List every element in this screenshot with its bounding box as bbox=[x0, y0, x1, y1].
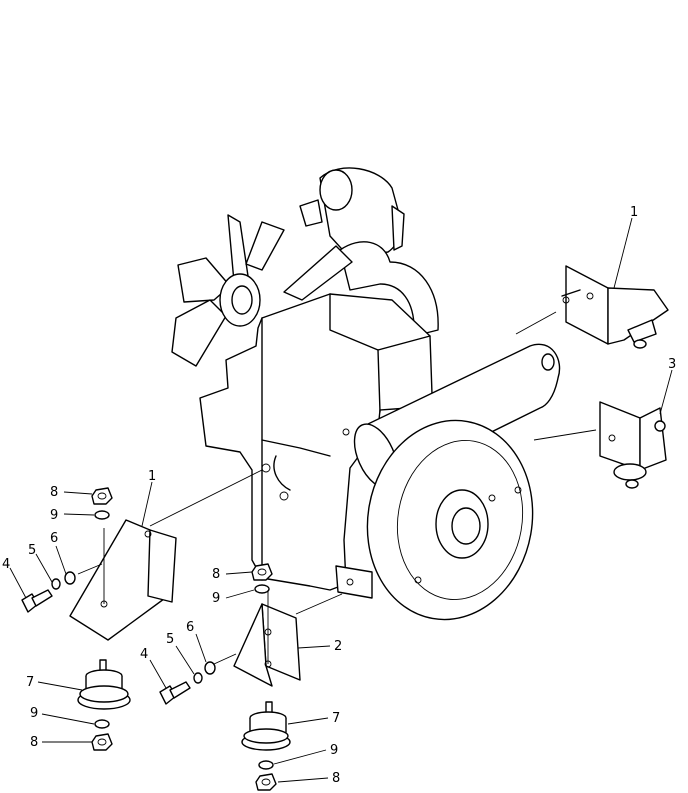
washer-9-left-bottom bbox=[94, 719, 110, 729]
washer-6-left bbox=[64, 571, 76, 585]
nut-8-lower-top bbox=[251, 563, 273, 581]
callout-4-b: 4 bbox=[140, 647, 148, 662]
spring-washer-5-left bbox=[51, 578, 61, 590]
washer-6-lower bbox=[204, 661, 216, 675]
callout-8-b: 8 bbox=[30, 735, 38, 750]
callout-labels: 1 3 1 8 9 4 5 6 7 9 8 8 9 2 4 5 6 7 9 8 bbox=[2, 205, 676, 786]
cooling-fan bbox=[171, 214, 285, 367]
callout-7-b: 7 bbox=[332, 711, 340, 726]
callout-1-left: 1 bbox=[148, 469, 156, 484]
engine-assembly bbox=[171, 167, 561, 621]
nut-8-left-top bbox=[91, 487, 113, 505]
nut-8-lower-bottom bbox=[255, 773, 277, 791]
callout-2: 2 bbox=[334, 639, 342, 654]
mount-bracket-left bbox=[69, 519, 177, 641]
mount-bracket-right-front bbox=[561, 265, 669, 349]
callout-9-d: 9 bbox=[330, 743, 338, 758]
assembly-guide-lines bbox=[77, 311, 597, 665]
callout-8-c: 8 bbox=[212, 567, 220, 582]
callout-8-a: 8 bbox=[50, 485, 58, 500]
callout-8-d: 8 bbox=[332, 771, 340, 786]
callout-3: 3 bbox=[668, 357, 676, 372]
callout-6-a: 6 bbox=[50, 531, 58, 546]
callout-5-a: 5 bbox=[28, 543, 36, 558]
callout-9-b: 9 bbox=[30, 706, 38, 721]
bolt-4-left bbox=[21, 589, 53, 613]
spring-washer-5-lower bbox=[193, 672, 203, 684]
leader-lines bbox=[9, 217, 673, 783]
flywheel-housing bbox=[335, 419, 534, 621]
washer-9-lower-bottom bbox=[258, 760, 274, 770]
callout-6-b: 6 bbox=[186, 620, 194, 635]
callout-7-a: 7 bbox=[26, 675, 34, 690]
callout-4-a: 4 bbox=[2, 557, 10, 572]
washer-9-lower-top bbox=[254, 584, 270, 594]
washer-9-left-top bbox=[94, 510, 110, 520]
callout-1-top: 1 bbox=[630, 205, 638, 220]
bolt-4-lower bbox=[159, 681, 191, 705]
mount-bracket-lower bbox=[233, 588, 301, 687]
nut-8-left-bottom bbox=[91, 733, 113, 751]
rubber-mount-7-left bbox=[77, 659, 131, 710]
callout-9-c: 9 bbox=[212, 591, 220, 606]
mount-bracket-right-rear bbox=[599, 401, 667, 489]
air-cleaner bbox=[283, 167, 439, 337]
callout-5-b: 5 bbox=[166, 632, 174, 647]
rubber-mount-7-lower bbox=[241, 701, 291, 751]
callout-9-a: 9 bbox=[50, 508, 58, 523]
